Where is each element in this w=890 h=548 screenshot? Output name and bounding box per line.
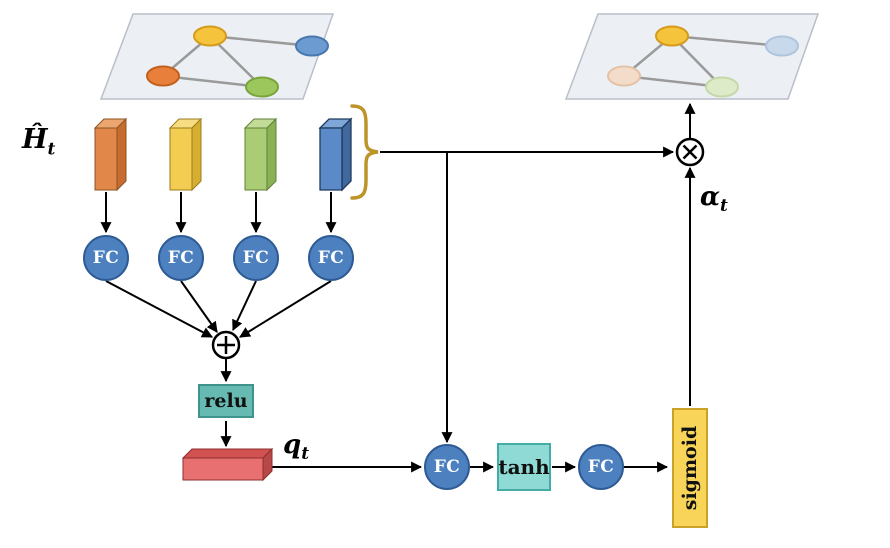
h-hat-label: Ĥt (22, 126, 55, 158)
graph-node-orange-faded (607, 65, 641, 87)
relu-block: relu (198, 384, 254, 418)
fc-circle-query (424, 444, 470, 490)
graph-node-yellow (655, 25, 689, 47)
feature-bar-blue (318, 117, 353, 192)
output-graph (564, 13, 820, 100)
fc-circles (83, 235, 624, 490)
graph-node-blue-faded (765, 35, 799, 57)
graph-node-orange (146, 65, 180, 87)
query-bar-red (181, 447, 274, 482)
fc-layer-3: FC (242, 248, 270, 268)
fc-circle-score (578, 444, 624, 490)
graph-node-yellow (193, 25, 227, 47)
sigmoid-block: sigmoid (672, 408, 708, 528)
fc-circle-3 (233, 235, 279, 281)
alpha-label: αt (700, 184, 728, 215)
graph-node-green-faded (705, 76, 739, 98)
fc-layer-score: FC (587, 457, 615, 477)
arrows (100, 102, 696, 473)
sum-icon (211, 330, 241, 360)
arrow-fc2-sum (180, 280, 218, 333)
q-subscript: t (301, 444, 310, 465)
input-graph (99, 13, 335, 100)
product-icon (675, 137, 705, 167)
h-hat-symbol: Ĥ (22, 124, 48, 155)
fc-layer-2: FC (167, 248, 195, 268)
alpha-symbol: α (700, 182, 721, 212)
tanh-block: tanh (497, 443, 551, 491)
feature-bar-green (243, 117, 278, 192)
fc-layer-1: FC (92, 248, 120, 268)
q-label: qt (283, 432, 309, 463)
h-hat-subscript: t (47, 139, 56, 160)
feature-bar-orange (93, 117, 128, 192)
fc-layer-4: FC (317, 248, 345, 268)
fc-circle-2 (158, 235, 204, 281)
arrow-fc1-sum (105, 280, 213, 338)
q-symbol: q (283, 430, 302, 460)
fc-circle-1 (83, 235, 129, 281)
arrow-fc3-sum (232, 280, 257, 331)
feature-bar-yellow (168, 117, 203, 192)
alpha-subscript: t (720, 196, 728, 217)
fc-circle-4 (308, 235, 354, 281)
graph-node-green (245, 76, 279, 98)
brace (350, 104, 379, 200)
graph-node-blue (295, 35, 329, 57)
fc-layer-query: FC (433, 457, 461, 477)
sigmoid-label: sigmoid (679, 425, 702, 511)
arrow-fc4-sum (239, 280, 332, 338)
